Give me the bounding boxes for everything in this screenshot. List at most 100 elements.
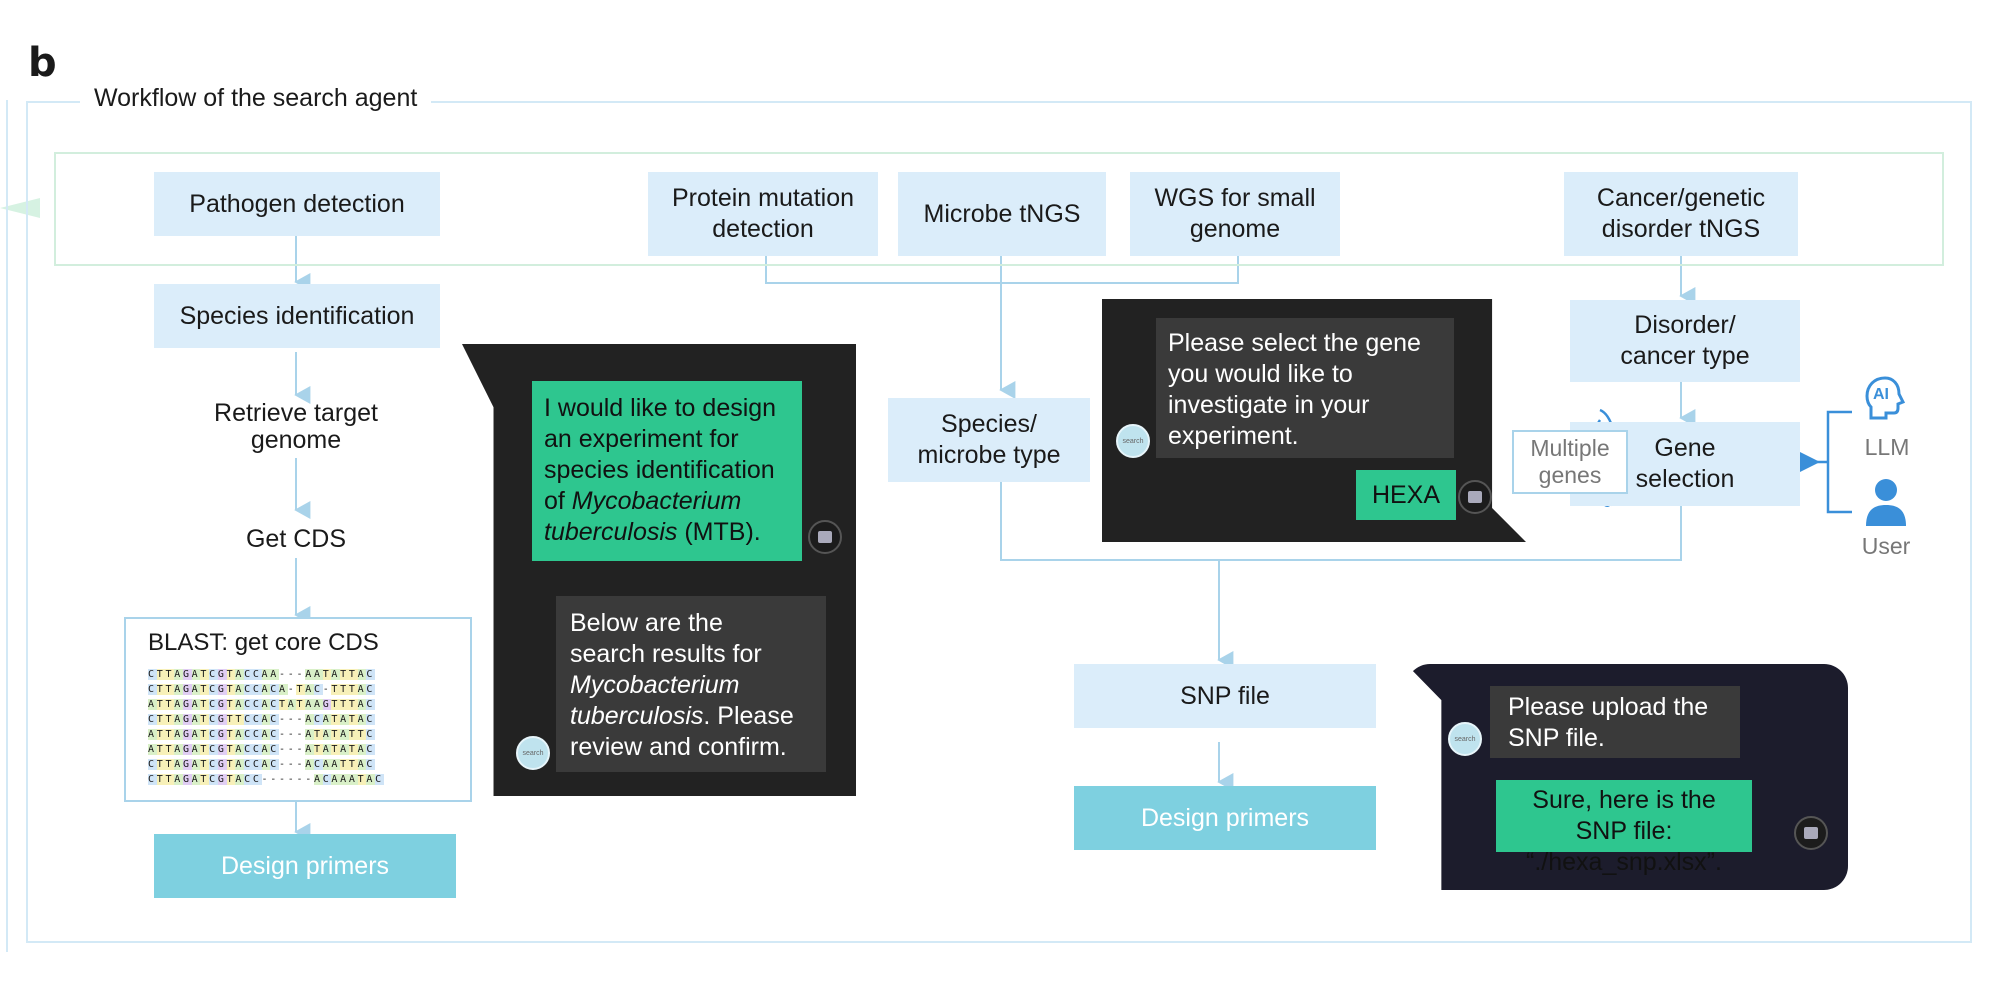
nucleotide: C	[209, 669, 218, 680]
nucleotide: T	[340, 669, 349, 680]
nucleotide: A	[357, 759, 367, 770]
sequence-row: ATTAGATCGTACCAC---ATATATAC	[148, 742, 384, 757]
nucleotide: C	[209, 729, 218, 740]
nucleotide: T	[156, 714, 166, 725]
nucleotide: -	[287, 714, 297, 725]
nucleotide: -	[279, 759, 288, 770]
nucleotide: A	[235, 669, 245, 680]
microbe-tngs-box: Microbe tNGS	[898, 172, 1106, 256]
nucleotide: C	[244, 669, 253, 680]
nucleotide: A	[191, 699, 201, 710]
nucleotide: A	[235, 729, 245, 740]
nucleotide: -	[279, 729, 288, 740]
sequence-row: CTTAGATCGTACCAA---AATATTAC	[148, 667, 384, 682]
nucleotide: T	[165, 759, 175, 770]
nucleotide: C	[375, 774, 384, 785]
nucleotide: A	[148, 744, 157, 755]
nucleotide: A	[191, 744, 201, 755]
user-avatar-icon	[1458, 480, 1492, 514]
nucleotide: T	[226, 714, 236, 725]
nucleotide: C	[244, 774, 253, 785]
nucleotide: A	[305, 684, 314, 695]
nucleotide: A	[191, 729, 201, 740]
nucleotide: A	[348, 774, 358, 785]
nucleotide: T	[226, 729, 236, 740]
nucleotide: G	[217, 684, 227, 695]
nucleotide: C	[244, 699, 253, 710]
nucleotide: A	[340, 744, 349, 755]
search-agent-avatar-icon: search	[1116, 424, 1150, 458]
nucleotide: A	[287, 699, 297, 710]
nucleotide: A	[331, 669, 341, 680]
sequence-row: ATTAGATCGTACCACTATAAGTTTAC	[148, 697, 384, 712]
nucleotide: -	[279, 774, 288, 785]
nucleotide: A	[357, 744, 367, 755]
nucleotide: A	[331, 759, 341, 770]
nucleotide: G	[182, 744, 192, 755]
nucleotide: A	[279, 684, 288, 695]
nucleotide: A	[174, 759, 183, 770]
nucleotide: A	[235, 684, 245, 695]
nucleotide: T	[200, 684, 210, 695]
nucleotide: T	[156, 684, 166, 695]
nucleotide: C	[252, 714, 262, 725]
sequence-row: CTTAGATCGTTCCAC---ACATATAC	[148, 712, 384, 727]
nucleotide: A	[305, 669, 314, 680]
nucleotide: C	[244, 714, 253, 725]
nucleotide: T	[200, 759, 210, 770]
blast-panel: BLAST: get core CDS CTTAGATCGTACCAA---AA…	[124, 617, 472, 802]
nucleotide: -	[279, 714, 288, 725]
nucleotide: A	[305, 699, 314, 710]
search-agent-avatar-icon: search	[516, 736, 550, 770]
nucleotide: T	[200, 744, 210, 755]
nucleotide: G	[182, 714, 192, 725]
nucleotide: -	[279, 744, 288, 755]
nucleotide: A	[340, 729, 349, 740]
nucleotide: T	[340, 699, 349, 710]
nucleotide: A	[174, 729, 183, 740]
nucleotide: G	[217, 774, 227, 785]
sequence-row: CTTAGATCGTACC------ACAAATAC	[148, 772, 384, 787]
nucleotide: C	[366, 759, 376, 770]
nucleotide: T	[331, 714, 341, 725]
nucleotide: -	[287, 744, 297, 755]
nucleotide: G	[182, 759, 192, 770]
nucleotide: A	[322, 759, 332, 770]
species-identification-box: Species identification	[154, 284, 440, 348]
nucleotide: G	[217, 744, 227, 755]
nucleotide: -	[296, 714, 306, 725]
nucleotide: A	[261, 729, 271, 740]
cancer-tngs-box: Cancer/genetic disorder tNGS	[1564, 172, 1798, 256]
nucleotide: T	[348, 699, 358, 710]
nucleotide: C	[366, 684, 376, 695]
nucleotide: C	[148, 714, 157, 725]
nucleotide: T	[331, 684, 341, 695]
nucleotide: A	[235, 774, 245, 785]
nucleotide: A	[261, 699, 271, 710]
nucleotide: A	[174, 699, 183, 710]
left-edge-line	[6, 100, 8, 952]
get-cds-step: Get CDS	[245, 524, 347, 553]
user-avatar-icon	[1794, 816, 1828, 850]
nucleotide: C	[366, 669, 376, 680]
nucleotide: T	[165, 744, 175, 755]
nucleotide: T	[156, 759, 166, 770]
nucleotide: T	[331, 744, 341, 755]
nucleotide: T	[348, 714, 358, 725]
nucleotide: C	[366, 744, 376, 755]
nucleotide: -	[322, 684, 332, 695]
nucleotide: C	[148, 774, 157, 785]
nucleotide: C	[366, 699, 376, 710]
nucleotide: T	[340, 684, 349, 695]
nucleotide: C	[270, 759, 280, 770]
nucleotide: A	[235, 744, 245, 755]
search-agent-avatar-icon: search	[1448, 722, 1482, 756]
nucleotide: C	[209, 699, 218, 710]
nucleotide: A	[322, 714, 332, 725]
nucleotide: -	[296, 744, 306, 755]
nucleotide: A	[270, 669, 280, 680]
nucleotide: C	[313, 759, 323, 770]
nucleotide: G	[182, 669, 192, 680]
bot-message-species: Below are the search results for Mycobac…	[556, 596, 826, 772]
